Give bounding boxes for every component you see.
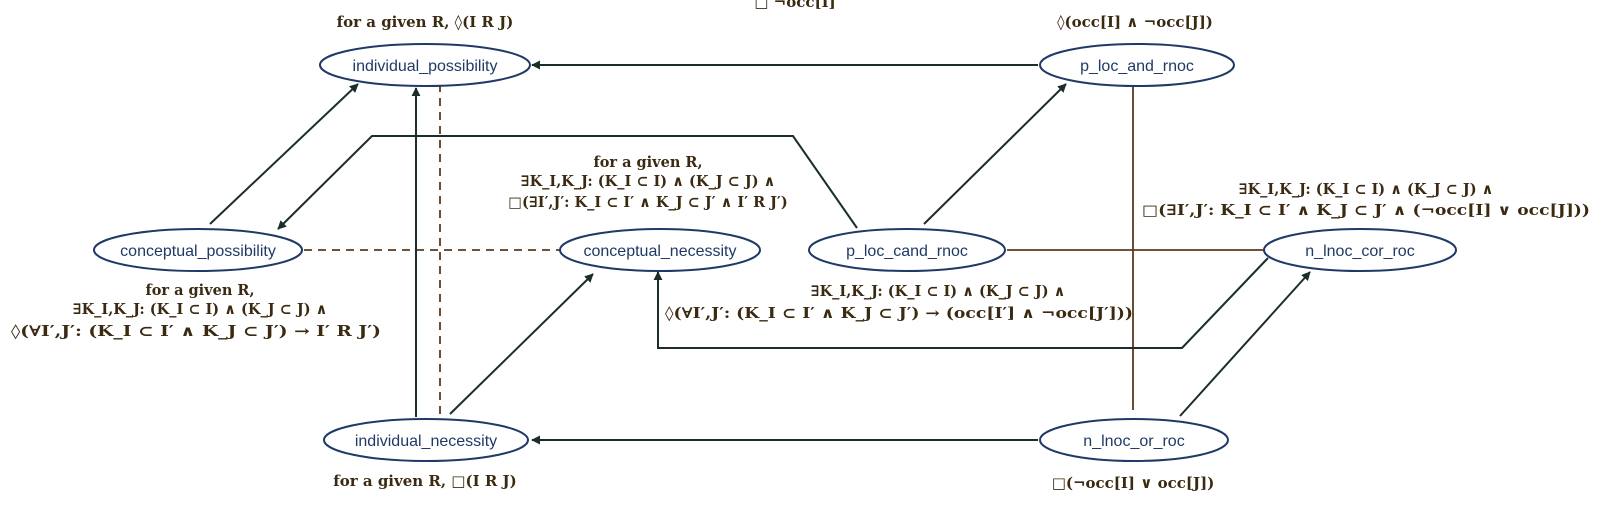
annotation-conc-nec-line2: ∃K_I,K_J: (K_I ⊂ I) ∧ (K_J ⊂ J) ∧ (521, 173, 776, 190)
node-individual_possibility[interactable]: individual_possibility (319, 43, 531, 87)
node-label: conceptual_necessity (584, 243, 737, 260)
edge-p_loc_cand_rnoc-to-p_loc_and_rnoc (923, 83, 1067, 225)
node-label: individual_possibility (353, 58, 498, 75)
node-label: p_loc_cand_rnoc (846, 243, 968, 260)
node-p_loc_cand_rnoc[interactable]: p_loc_cand_rnoc (808, 228, 1006, 272)
node-label: n_lnoc_cor_roc (1305, 243, 1414, 260)
node-individual_necessity[interactable]: individual_necessity (323, 418, 529, 462)
annotation-p-loc-cand-rnoc-line1: ∃K_I,K_J: (K_I ⊂ I) ∧ (K_J ⊂ J) ∧ (811, 283, 1066, 300)
annotation-individual-necessity: for a given R, □(I R J) (333, 472, 516, 490)
annotation-conc-poss-line3: ◊(∀I′,J′: (K_I ⊂ I′ ∧ K_J ⊂ J′) → I′ R J… (11, 323, 381, 340)
node-n_lnoc_or_roc[interactable]: n_lnoc_or_roc (1039, 418, 1229, 462)
edge-n_lnoc_or_roc-to-n_lnoc_cor_roc (1179, 271, 1311, 417)
node-label: n_lnoc_or_roc (1083, 433, 1184, 450)
annotation-conc-nec-line3: □(∃I′,J′: K_I ⊂ I′ ∧ K_J ⊂ J′ ∧ I′ R J′) (508, 194, 787, 211)
annotation-top-clipped: □ ¬occ[I] (754, 0, 835, 11)
edge-ind_nec-to-conc_nec (449, 273, 594, 415)
node-label: conceptual_possibility (120, 243, 276, 260)
node-conceptual_possibility[interactable]: conceptual_possibility (93, 228, 303, 272)
annotation-n-lnoc-or-roc: □(¬occ[I] ∨ occ[J]) (1052, 474, 1215, 492)
annotation-conc-poss-line2: ∃K_I,K_J: (K_I ⊂ I) ∧ (K_J ⊂ J) ∧ (73, 301, 328, 318)
edge-p_loc_cand_rnoc-to-conc_poss (277, 135, 858, 230)
edge-conc_poss-to-ind_poss (209, 83, 359, 225)
annotation-n-lnoc-cor-roc-line1: ∃K_I,K_J: (K_I ⊂ I) ∧ (K_J ⊂ J) ∧ (1239, 181, 1494, 198)
edge-n_lnoc_cor_roc-to-conc_nec (653, 257, 1269, 349)
annotation-individual-possibility: for a given R, ◊(I R J) (337, 13, 514, 31)
node-p_loc_and_rnoc[interactable]: p_loc_and_rnoc (1039, 43, 1235, 87)
annotation-n-lnoc-cor-roc-line2: □(∃I′,J′: K_I ⊂ I′ ∧ K_J ⊂ J′ ∧ (¬occ[I]… (1142, 202, 1590, 219)
node-conceptual_necessity[interactable]: conceptual_necessity (559, 228, 761, 272)
node-label: individual_necessity (355, 433, 497, 450)
node-n_lnoc_cor_roc[interactable]: n_lnoc_cor_roc (1263, 228, 1457, 272)
annotation-conc-nec-line1: for a given R, (593, 154, 702, 171)
annotation-p-loc-and-rnoc: ◊(occ[I] ∧ ¬occ[J]) (1057, 13, 1213, 31)
node-label: p_loc_and_rnoc (1080, 58, 1194, 75)
annotation-conc-poss-line1: for a given R, (145, 282, 254, 299)
annotation-p-loc-cand-rnoc-line2: ◊(∀I′,J′: (K_I ⊂ I′ ∧ K_J ⊂ J′) → (occ[I… (665, 305, 1133, 322)
